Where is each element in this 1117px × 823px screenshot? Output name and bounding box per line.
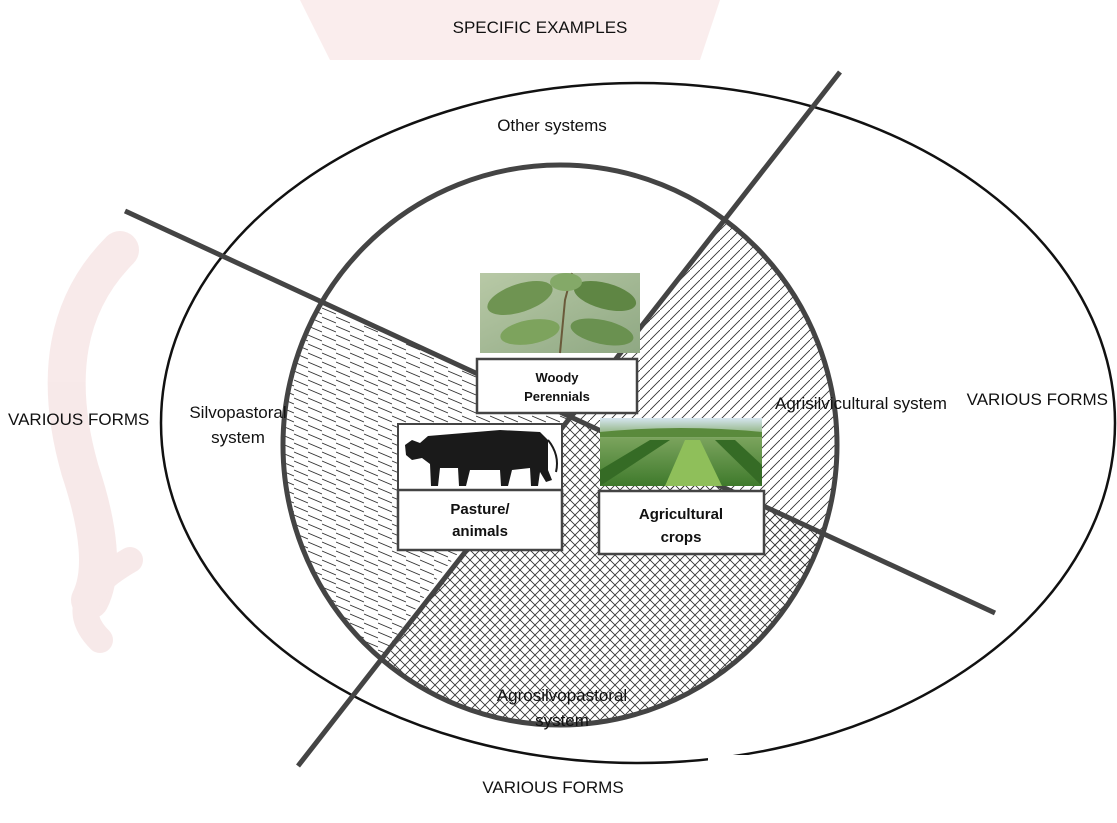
divider-line-diagonal <box>296 70 842 768</box>
watermark <box>47 0 720 653</box>
svg-text:Woody: Woody <box>535 370 579 385</box>
svg-text:crops: crops <box>661 529 702 546</box>
silvopastoral-label: Silvopastoral system <box>189 403 286 447</box>
leafy-branch-icon <box>480 272 640 354</box>
agrosilvopastoral-label: Agrosilvopastoral system <box>497 686 627 730</box>
bottom-form-label: VARIOUS FORMS <box>482 778 623 797</box>
agricultural-crops-component: Agricultural crops <box>597 418 766 556</box>
svg-text:Pasture/: Pasture/ <box>450 501 510 518</box>
outer-ring-gap <box>708 755 748 769</box>
outer-ring-label: Other systems <box>497 116 607 135</box>
svg-text:Perennials: Perennials <box>524 389 590 404</box>
agrisilvicultural-label: Agrisilvicultural system <box>775 394 947 413</box>
cow-silhouette-icon <box>397 423 563 491</box>
left-form-label: VARIOUS FORMS <box>8 410 149 429</box>
crop-field-icon <box>600 418 762 486</box>
svg-text:system: system <box>211 428 265 447</box>
right-form-label: VARIOUS FORMS <box>967 390 1108 409</box>
outer-ring <box>159 81 1117 765</box>
woody-perennials-component: Woody Perennials <box>475 272 640 415</box>
svg-text:Agrisilvicultural system: Agrisilvicultural system <box>775 394 947 413</box>
svg-text:animals: animals <box>452 523 508 540</box>
svg-text:Agricultural: Agricultural <box>639 506 723 523</box>
pasture-animals-component: Pasture/ animals <box>396 423 564 552</box>
svg-text:Agrosilvopastoral: Agrosilvopastoral <box>497 686 627 705</box>
svg-text:Silvopastoral: Silvopastoral <box>189 403 286 422</box>
inner-ring <box>280 162 840 728</box>
svg-text:system: system <box>535 711 589 730</box>
top-label: SPECIFIC EXAMPLES <box>453 18 628 37</box>
